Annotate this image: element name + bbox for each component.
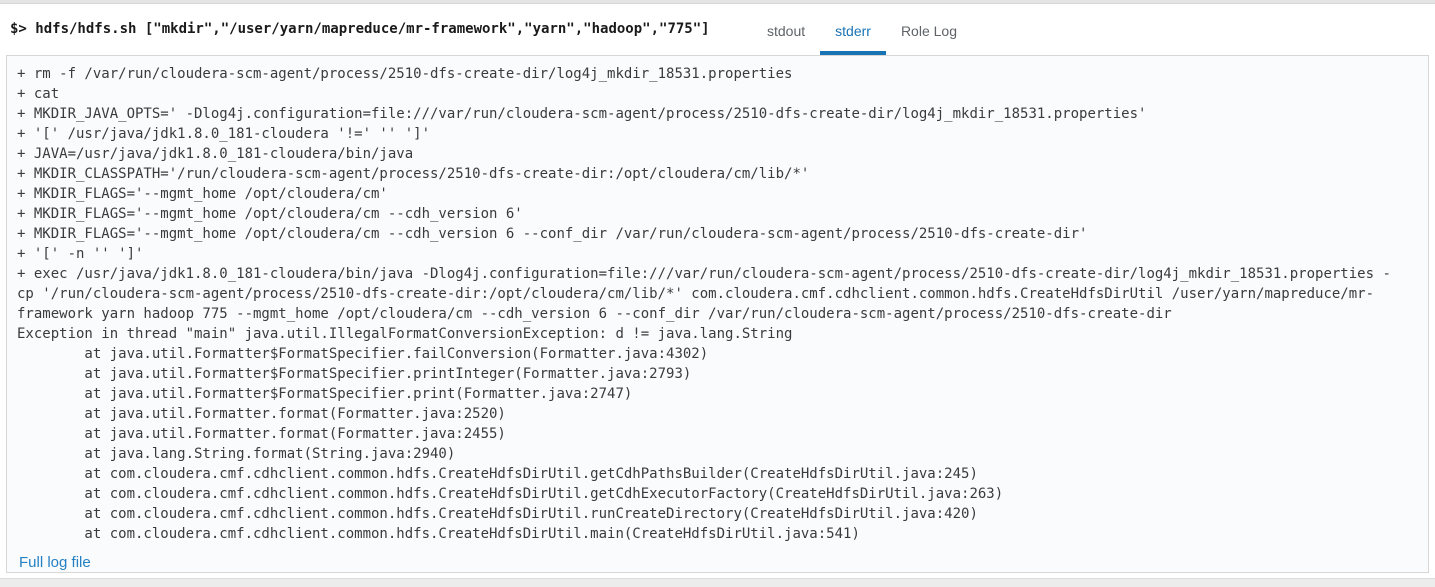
log-line: + '[' -n '' ']' [17, 246, 144, 262]
bottom-divider [0, 578, 1435, 587]
top-divider [0, 0, 1435, 4]
log-line: framework yarn hadoop 775 --mgmt_home /o… [17, 306, 1172, 322]
log-output: + rm -f /var/run/cloudera-scm-agent/proc… [7, 56, 1428, 544]
tab-role-log[interactable]: Role Log [900, 23, 957, 39]
log-line: + MKDIR_FLAGS='--mgmt_home /opt/cloudera… [17, 226, 1088, 242]
log-line: + MKDIR_JAVA_OPTS=' -Dlog4j.configuratio… [17, 106, 1147, 122]
log-line: at java.util.Formatter.format(Formatter.… [17, 426, 506, 442]
log-line: at com.cloudera.cmf.cdhclient.common.hdf… [17, 506, 978, 522]
log-line: + '[' /usr/java/jdk1.8.0_181-cloudera '!… [17, 126, 431, 142]
log-line: + exec /usr/java/jdk1.8.0_181-cloudera/b… [17, 266, 1391, 282]
log-line: + cat [17, 86, 60, 102]
log-line: + MKDIR_FLAGS='--mgmt_home /opt/cloudera… [17, 186, 388, 202]
log-line: + JAVA=/usr/java/jdk1.8.0_181-cloudera/b… [17, 146, 414, 162]
log-line: at com.cloudera.cmf.cdhclient.common.hdf… [17, 526, 860, 542]
log-header: $> hdfs/hdfs.sh ["mkdir","/user/yarn/map… [0, 4, 1435, 55]
log-line: cp '/run/cloudera-scm-agent/process/2510… [17, 286, 1375, 302]
log-line: + MKDIR_CLASSPATH='/run/cloudera-scm-age… [17, 166, 810, 182]
log-line: at com.cloudera.cmf.cdhclient.common.hdf… [17, 466, 978, 482]
log-line: at java.util.Formatter$FormatSpecifier.p… [17, 366, 692, 382]
log-line: at java.util.Formatter$FormatSpecifier.p… [17, 386, 633, 402]
log-line: at com.cloudera.cmf.cdhclient.common.hdf… [17, 486, 1004, 502]
process-command: $> hdfs/hdfs.sh ["mkdir","/user/yarn/map… [10, 21, 710, 37]
stderr-log-panel: + rm -f /var/run/cloudera-scm-agent/proc… [6, 55, 1429, 573]
log-line: at java.util.Formatter$FormatSpecifier.f… [17, 346, 709, 362]
log-line: Exception in thread "main" java.util.Ill… [17, 326, 793, 342]
tab-stderr[interactable]: stderr [820, 13, 886, 55]
tab-stdout[interactable]: stdout [767, 23, 806, 39]
log-line: + MKDIR_FLAGS='--mgmt_home /opt/cloudera… [17, 206, 523, 222]
log-line: at java.util.Formatter.format(Formatter.… [17, 406, 506, 422]
full-log-file-link[interactable]: Full log file [19, 554, 91, 571]
log-line: at java.lang.String.format(String.java:2… [17, 446, 456, 462]
log-tabs: stdout stderr Role Log [752, 13, 972, 55]
log-line: + rm -f /var/run/cloudera-scm-agent/proc… [17, 66, 793, 82]
